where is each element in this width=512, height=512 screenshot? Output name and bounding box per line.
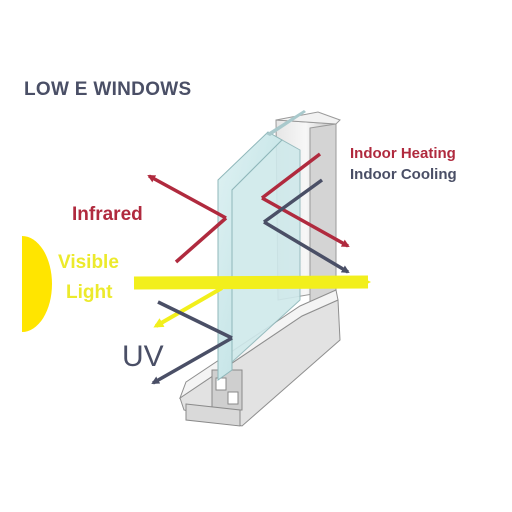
- uv-in-line: [157, 300, 233, 340]
- uv-label: UV: [122, 340, 164, 373]
- visible-light-label-line1: Visible: [58, 252, 119, 273]
- visible-reflect-arrow: [153, 286, 223, 328]
- infrared-label: Infrared: [72, 204, 143, 225]
- diagram-title: LOW E WINDOWS: [24, 79, 192, 100]
- indoor-heating-label: Indoor Heating: [350, 145, 456, 162]
- heating-out-line: [260, 152, 322, 200]
- cooling-out-line: [262, 178, 324, 224]
- indoor-cooling-label: Indoor Cooling: [350, 166, 457, 183]
- uv-reflect-arrow: [151, 336, 233, 385]
- heating-return-arrow: [261, 196, 350, 248]
- infrared-in-line: [174, 216, 228, 264]
- visible-light-label-line2: Light: [66, 282, 113, 303]
- sun: [22, 236, 52, 332]
- infrared-reflect-arrow: [147, 174, 227, 220]
- visible-light-arrow: [133, 275, 371, 290]
- cooling-return-arrow: [263, 220, 350, 274]
- glass-panes: [217, 110, 306, 381]
